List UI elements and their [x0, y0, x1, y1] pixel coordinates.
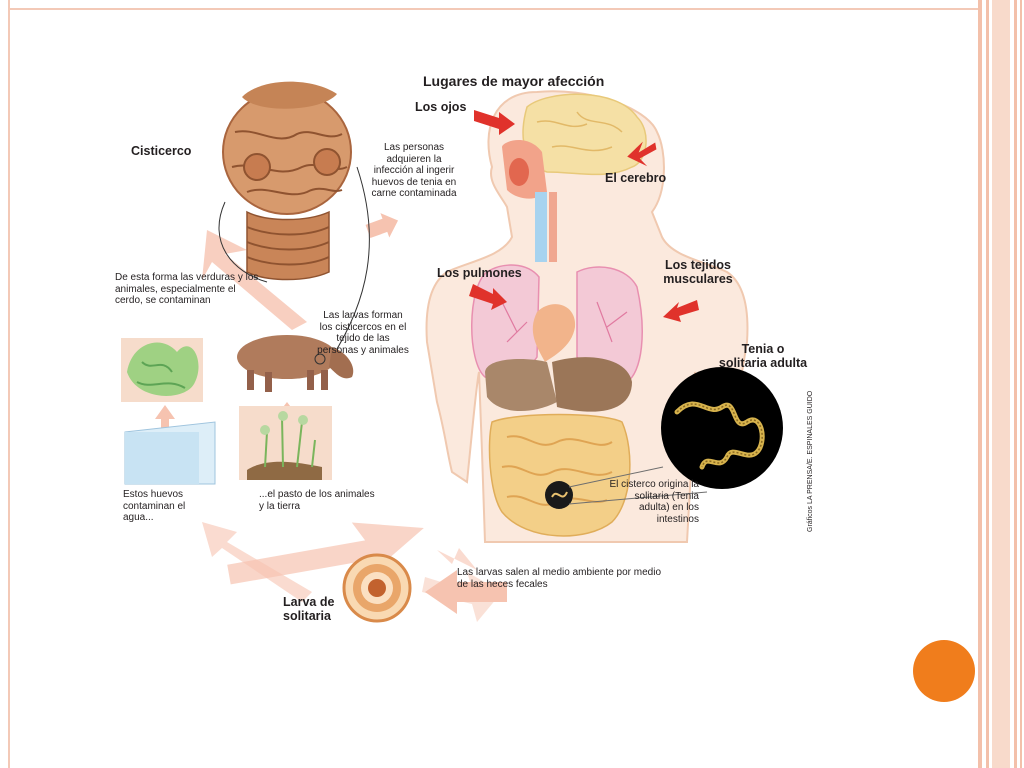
text-personas-infeccion: Las personas adquieren la infección al i… — [371, 142, 457, 199]
text-huevos-agua: Estos huevos contaminan el agua... — [123, 489, 186, 523]
infographic-drawing — [121, 81, 783, 623]
label-pulmones: Los pulmones — [437, 266, 522, 280]
slide-right-stripes — [978, 0, 1024, 768]
text-cisterco-intestinos: El cisterco origina la solitaria (Tenia … — [609, 479, 699, 525]
infographic-title: Lugares de mayor afección — [423, 73, 605, 89]
label-cisticerco: Cisticerco — [131, 144, 192, 158]
text-larvas-forman: Las larvas forman los cisticercos en el … — [317, 310, 409, 356]
label-tejidos-musculares: Los tejidos musculares — [663, 258, 733, 286]
label-tenia-adulta: Tenia o solitaria adulta — [718, 342, 808, 370]
text-pasto-tierra: ...el pasto de los animales y la tierra — [259, 489, 375, 512]
text-larvas-salen: Las larvas salen al medio ambiente por m… — [457, 567, 661, 590]
label-cerebro: El cerebro — [605, 171, 667, 185]
text-verduras-animales: De esta forma las verduras y los animale… — [115, 272, 259, 306]
orange-circle-decoration — [913, 640, 975, 702]
label-larva-solitaria: Larva de solitaria — [283, 595, 335, 623]
graphic-credit: Gráficos LA PRENSA/E. ESPINALES GUIDO — [807, 390, 814, 532]
tenia-lifecycle-infographic: Lugares de mayor afección Los ojos El ce… — [107, 72, 838, 623]
slide-left-border — [8, 0, 10, 768]
slide-top-border — [8, 8, 978, 10]
label-ojos: Los ojos — [415, 100, 467, 114]
